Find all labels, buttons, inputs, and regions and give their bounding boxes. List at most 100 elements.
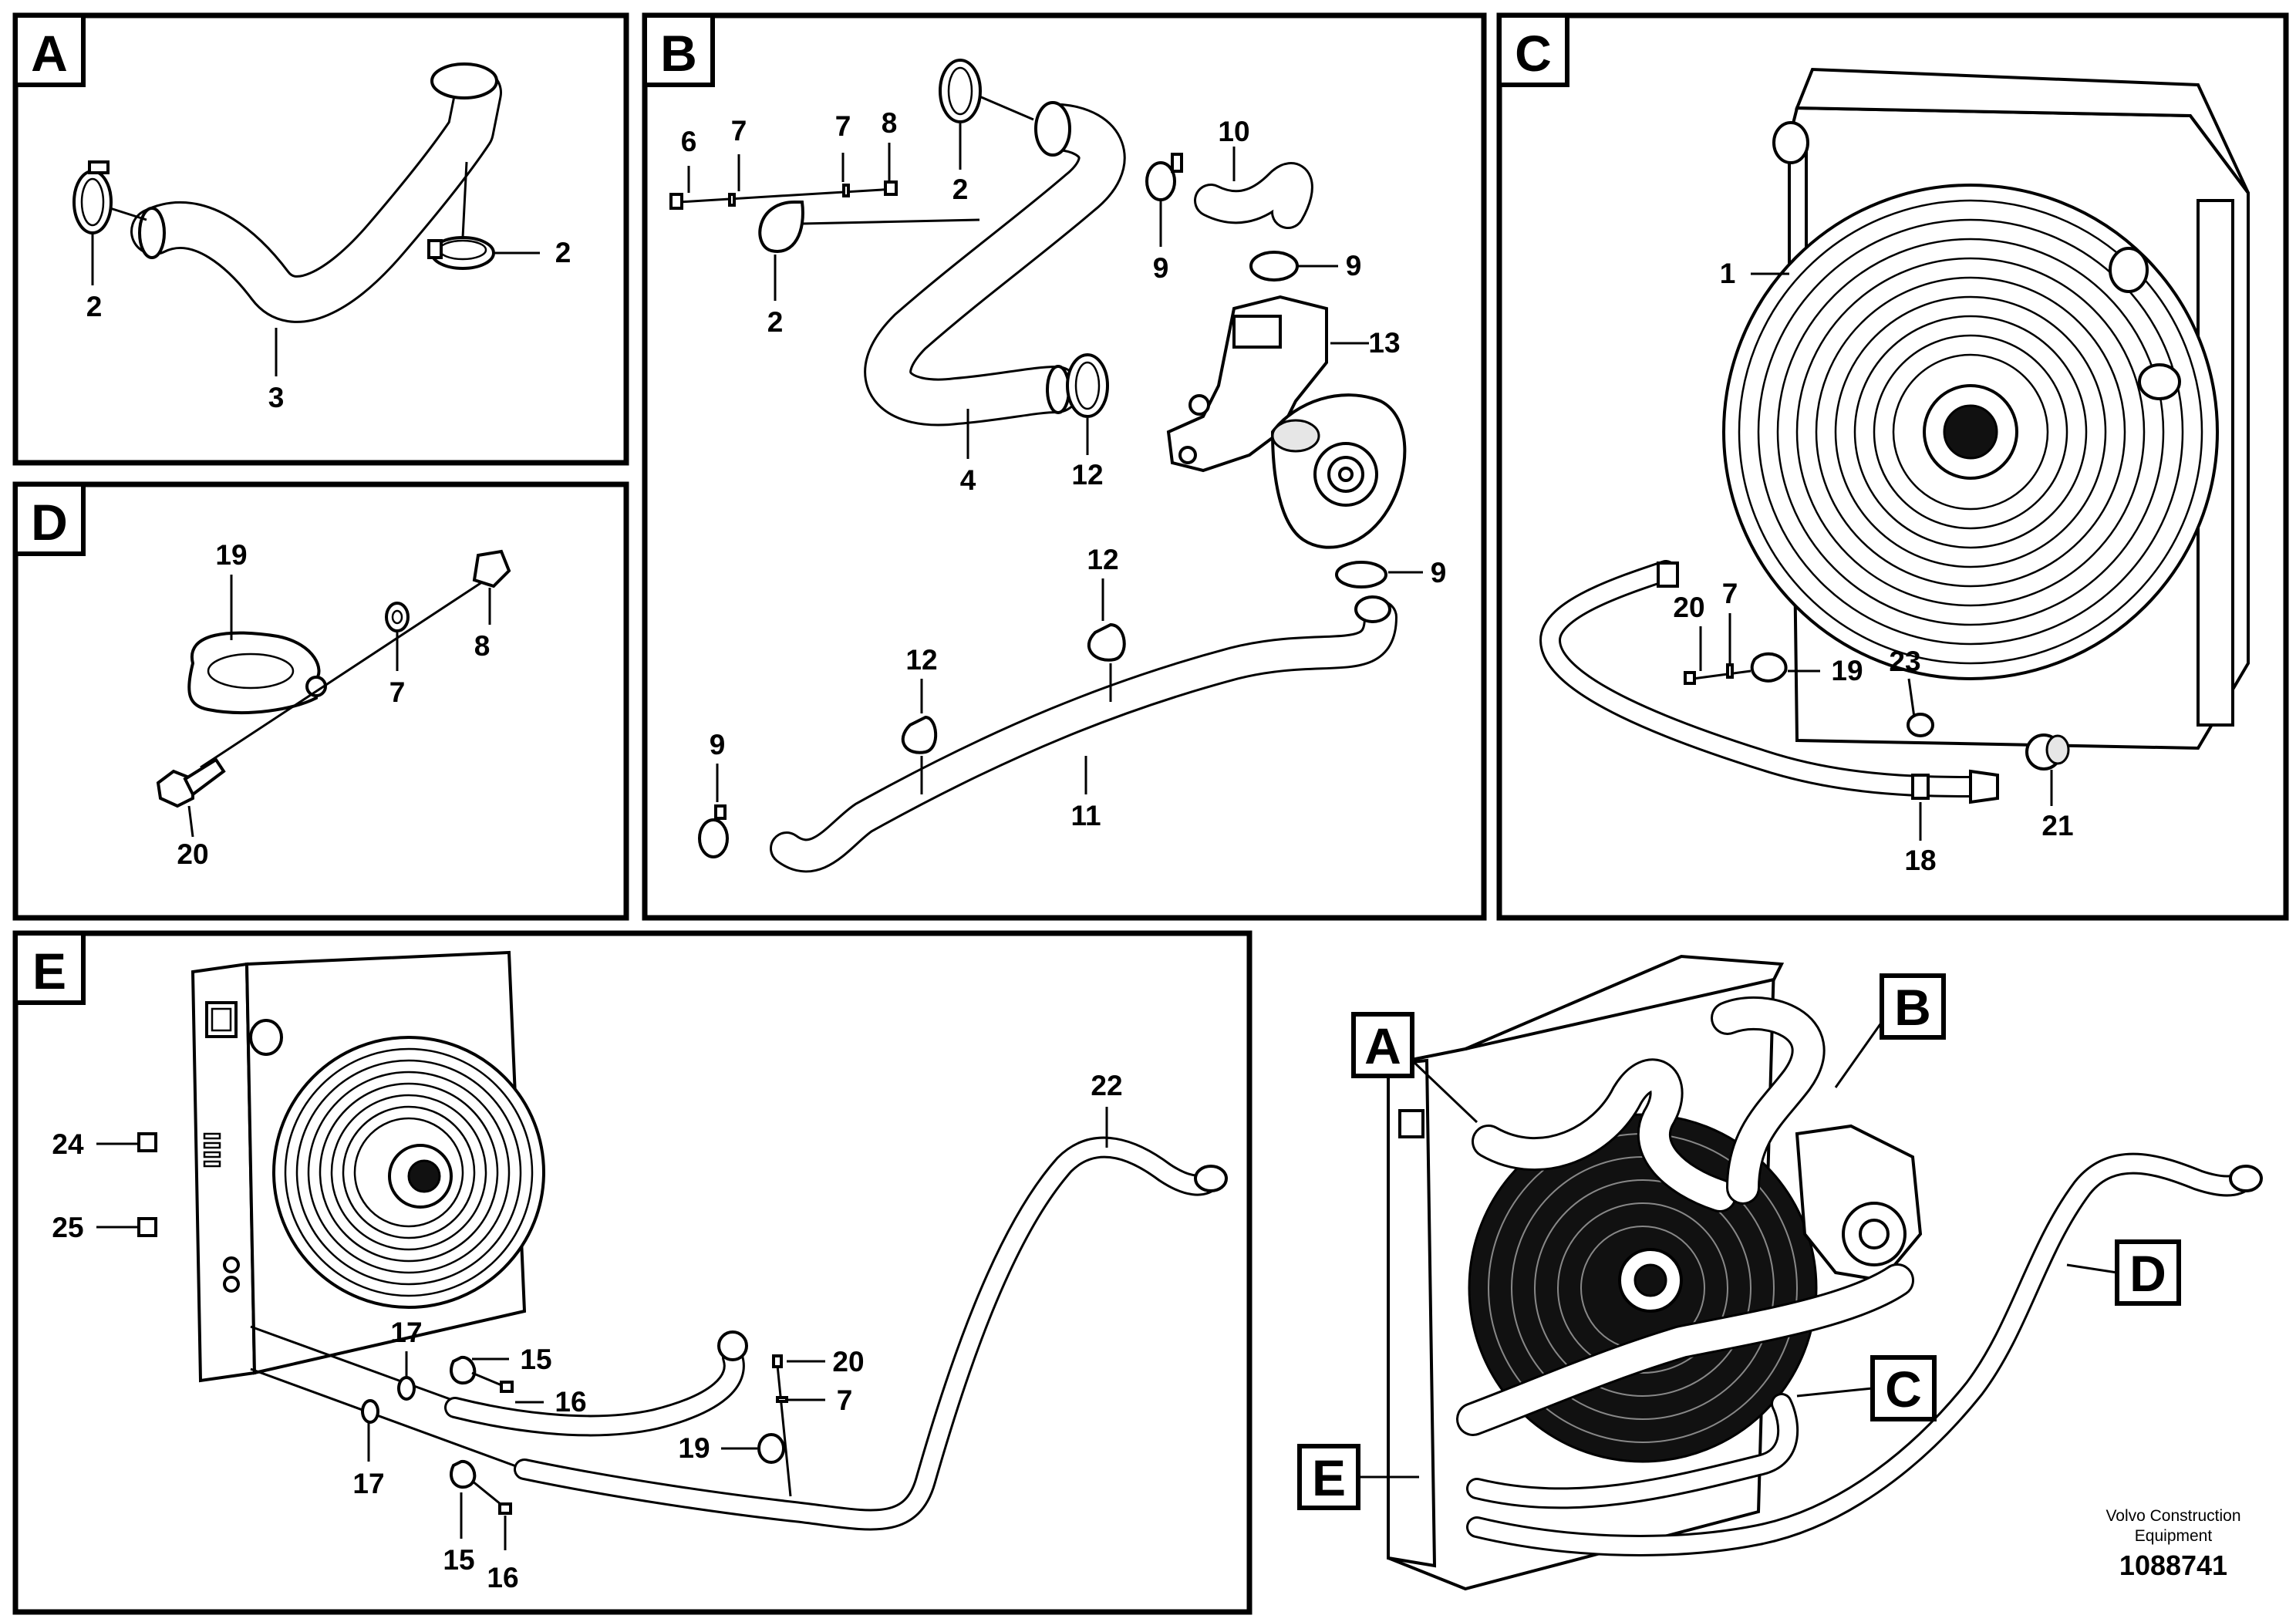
callout-b-5: 2 bbox=[767, 306, 784, 338]
clamp-icon bbox=[1066, 353, 1109, 418]
washer-icon bbox=[397, 1376, 416, 1401]
callout-e-15b: 15 bbox=[443, 1544, 474, 1576]
callout-e-19: 19 bbox=[678, 1432, 710, 1464]
svg-text:B: B bbox=[1894, 979, 1931, 1036]
callout-a-2: 2 bbox=[86, 291, 103, 322]
callout-e-25: 25 bbox=[52, 1212, 83, 1243]
clamp-icon bbox=[939, 59, 982, 123]
callout-d-8: 8 bbox=[474, 630, 491, 662]
clamp-icon bbox=[1087, 622, 1126, 662]
panel-e-drawing: 24 25 22 17 17 15 16 2 bbox=[52, 950, 1228, 1593]
callout-b-11: 11 bbox=[1070, 800, 1101, 831]
washer-icon bbox=[361, 1399, 379, 1424]
overview-drawing: A B C D E bbox=[1297, 954, 2263, 1591]
panel-a-drawing: 2 2 3 bbox=[72, 62, 571, 413]
callout-c-20: 20 bbox=[1673, 592, 1704, 623]
callout-c-1: 1 bbox=[1720, 258, 1736, 289]
callout-b-9b: 9 bbox=[1346, 250, 1362, 282]
callout-c-21: 21 bbox=[2041, 810, 2073, 841]
overview-label-b: B bbox=[1834, 973, 1946, 1088]
callout-e-15: 15 bbox=[520, 1344, 551, 1375]
clamp-icon bbox=[1335, 561, 1387, 588]
callout-b-7: 7 bbox=[731, 115, 747, 147]
callout-b-4: 4 bbox=[960, 464, 976, 496]
clamp-icon bbox=[72, 170, 113, 234]
svg-text:D: D bbox=[31, 494, 68, 551]
clamp-icon bbox=[901, 715, 938, 754]
callout-d-20: 20 bbox=[177, 838, 208, 870]
p-clamp-icon bbox=[450, 1355, 477, 1385]
callout-e-20: 20 bbox=[832, 1346, 864, 1378]
callout-b-12: 12 bbox=[905, 644, 937, 676]
callout-e-16: 16 bbox=[555, 1386, 586, 1418]
hose-22 bbox=[514, 1136, 1222, 1531]
svg-text:A: A bbox=[1364, 1017, 1401, 1074]
panel-d-drawing: 19 8 7 20 bbox=[156, 539, 511, 870]
callout-c-18: 18 bbox=[1904, 845, 1936, 876]
p-clamp-icon bbox=[450, 1459, 477, 1489]
callout-b-8: 8 bbox=[882, 107, 898, 139]
callout-e-7: 7 bbox=[837, 1384, 853, 1416]
washer-icon bbox=[385, 602, 410, 632]
bolt-icon bbox=[669, 193, 683, 210]
panel-a-label: A bbox=[13, 13, 86, 87]
svg-text:C: C bbox=[1515, 25, 1552, 82]
panel-b-frame bbox=[642, 12, 1487, 921]
nut-icon bbox=[884, 180, 898, 196]
callout-c-19: 19 bbox=[1831, 655, 1863, 686]
bolt-icon bbox=[1684, 671, 1696, 685]
panel-b-drawing: 6 7 7 8 2 2 12 4 10 9 bbox=[669, 59, 1447, 873]
company-name-line2: Equipment bbox=[2135, 1527, 2213, 1545]
callout-b-9d: 9 bbox=[710, 729, 726, 760]
overview-label-e: E bbox=[1297, 1444, 1419, 1510]
bolt-icon bbox=[772, 1354, 783, 1368]
panel-b-label: B bbox=[642, 13, 715, 87]
callout-d-7: 7 bbox=[389, 676, 406, 708]
panel-e-frame bbox=[12, 930, 1253, 1615]
callout-b-6: 6 bbox=[681, 126, 697, 157]
callout-e-16b: 16 bbox=[487, 1562, 518, 1593]
panel-a-frame bbox=[12, 12, 629, 466]
svg-text:E: E bbox=[32, 943, 66, 1000]
overview-label-a: A bbox=[1351, 1012, 1478, 1124]
callout-c-23: 23 bbox=[1889, 646, 1920, 677]
callout-d-19: 19 bbox=[215, 539, 247, 571]
nut-icon bbox=[472, 549, 511, 588]
hose-end bbox=[1034, 101, 1071, 157]
p-clamp-icon bbox=[1750, 652, 1788, 683]
panel-c-frame bbox=[1496, 12, 2289, 921]
svg-text:E: E bbox=[1312, 1449, 1346, 1506]
drawing-number: 1088741 bbox=[2119, 1549, 2227, 1581]
callout-b-10: 10 bbox=[1218, 116, 1249, 147]
water-pump-housing bbox=[1166, 295, 1328, 473]
callout-b-12b: 12 bbox=[1087, 544, 1118, 575]
callout-b-9c: 9 bbox=[1431, 557, 1447, 588]
svg-text:A: A bbox=[31, 25, 68, 82]
company-name: Volvo Construction bbox=[2106, 1507, 2240, 1525]
svg-text:C: C bbox=[1885, 1361, 1922, 1418]
panel-c-label: C bbox=[1497, 13, 1569, 87]
clamp-icon bbox=[1145, 161, 1176, 201]
svg-text:B: B bbox=[660, 25, 697, 82]
callout-c-7: 7 bbox=[1722, 578, 1738, 609]
panel-d-frame bbox=[12, 481, 629, 921]
panel-e-label: E bbox=[13, 931, 86, 1005]
callout-e-17: 17 bbox=[390, 1317, 422, 1348]
p-clamp-icon bbox=[757, 1433, 785, 1464]
panel-d-label: D bbox=[13, 482, 86, 556]
fitting-icon bbox=[1907, 713, 1934, 737]
callout-b-2: 2 bbox=[952, 174, 969, 205]
fitting-icon bbox=[137, 1132, 157, 1152]
panel-c-drawing: 1 18 20 7 19 23 21 bbox=[1539, 67, 2250, 876]
callout-b-9: 9 bbox=[1153, 252, 1169, 284]
footer: Volvo Construction Equipment 1088741 bbox=[2106, 1507, 2240, 1581]
callout-b-14: 12 bbox=[1071, 459, 1103, 491]
svg-text:D: D bbox=[2129, 1245, 2166, 1302]
callout-a-3: 3 bbox=[268, 382, 285, 413]
callout-e-17b: 17 bbox=[352, 1468, 384, 1499]
hose-end bbox=[430, 62, 498, 99]
callout-b-13: 13 bbox=[1368, 327, 1400, 359]
callout-b-7b: 7 bbox=[835, 110, 851, 142]
callout-e-22: 22 bbox=[1091, 1070, 1122, 1101]
